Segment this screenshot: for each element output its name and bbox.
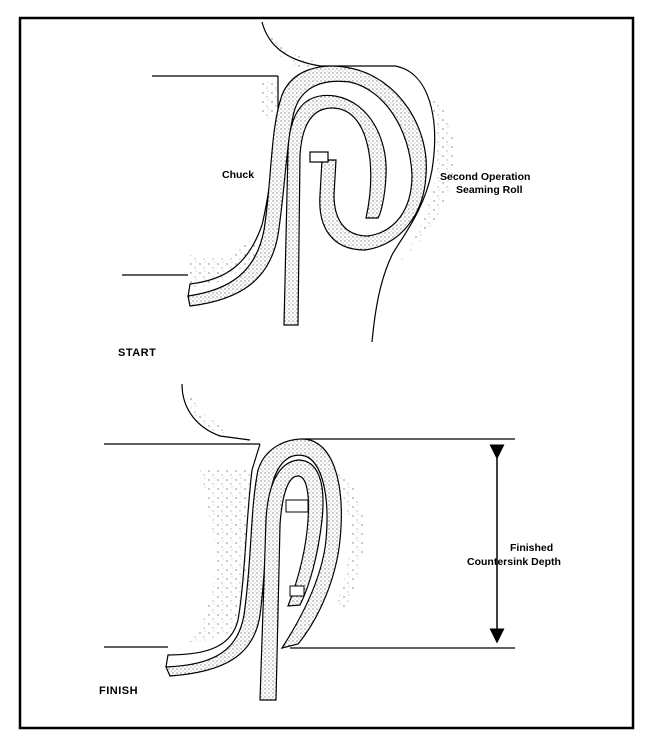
- roll-spray: [268, 28, 325, 70]
- roll-label-line1: Second Operation: [440, 171, 530, 183]
- depth-label-line1: Finished: [510, 542, 553, 554]
- finish-panel: Finished Countersink Depth FINISH: [99, 383, 561, 701]
- finish-chuck-spray: [190, 470, 250, 642]
- finish-roll-spray-right: [335, 470, 364, 610]
- chuck-spray: [190, 240, 262, 288]
- roll-spray-right: [400, 90, 455, 262]
- finish-pocket-upper: [285, 499, 309, 513]
- chuck-spray-top: [262, 80, 278, 120]
- finish-stage-label: FINISH: [99, 685, 138, 697]
- depth-label-line2: Countersink Depth: [467, 556, 561, 568]
- finish-pocket-lower: [289, 585, 305, 597]
- start-panel: Chuck Second Operation Seaming Roll STAR…: [118, 21, 530, 359]
- finish-seaming-roll: [181, 383, 251, 441]
- start-stage-label: START: [118, 347, 156, 359]
- diagram-frame: [18, 16, 635, 730]
- end-hook-stub: [309, 151, 329, 163]
- roll-label-line2: Seaming Roll: [456, 184, 523, 196]
- finish-roll-spray: [187, 384, 230, 436]
- chuck-label: Chuck: [222, 169, 254, 181]
- finish-seam-inner-layer: [259, 459, 324, 701]
- seam-inner-layer: [283, 94, 387, 326]
